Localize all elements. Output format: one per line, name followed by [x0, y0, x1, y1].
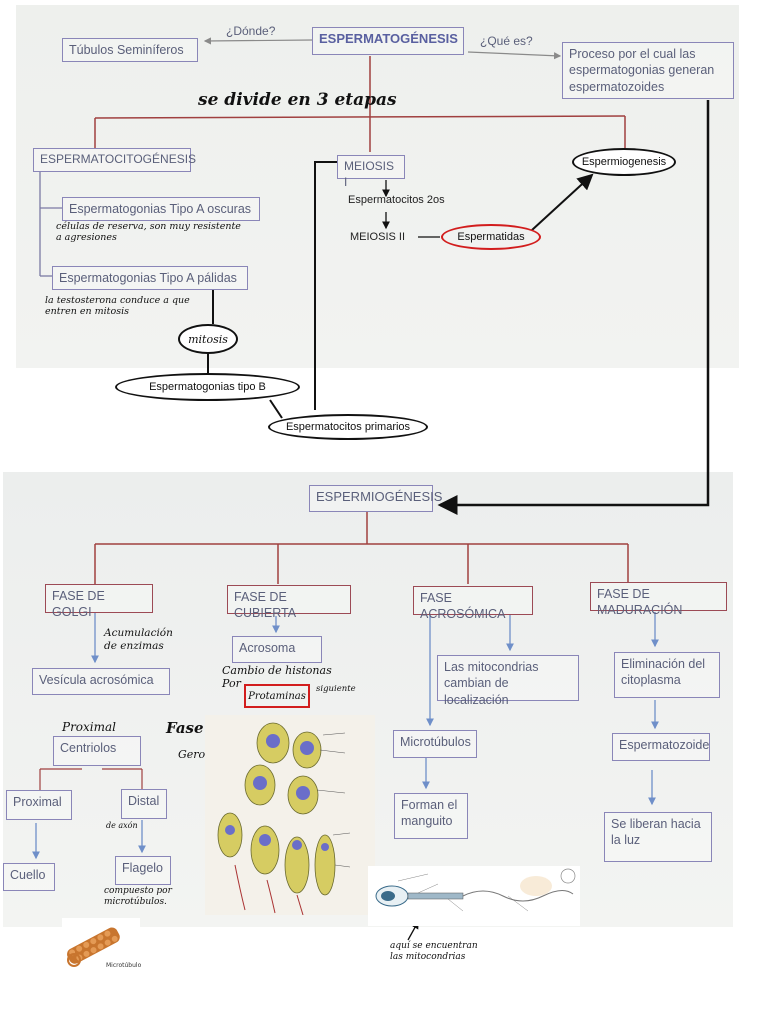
tipo-b-oval: Espermatogonias tipo B — [115, 373, 300, 401]
fase-note: Fase — [166, 719, 204, 737]
spermatid-histology-image — [205, 715, 375, 915]
aqui-line-2: las mitocondrias — [390, 951, 466, 962]
aqui-line-1: aquí se encuentran — [390, 941, 478, 951]
se-liberan-box: Se liberan hacia la luz — [604, 812, 712, 862]
proximal-handnote: Proximal — [62, 720, 117, 734]
meiosis-1-box: MEIOSIS I — [337, 155, 405, 189]
forman-line-2: manguito — [401, 814, 453, 829]
espermatocitogenesis-box: ESPERMATOCITOGÉNESIS — [33, 148, 196, 172]
microtubule-image — [62, 918, 140, 974]
se-liberan-line-1: Se liberan hacia — [611, 817, 701, 831]
flagelo-box: Flagelo — [115, 856, 171, 885]
forman-line-1: Forman el — [401, 798, 458, 812]
tipo-a-palidas-note: la testosterona conduce a que entren en … — [45, 295, 190, 318]
eliminacion-line-1: Eliminación del — [621, 657, 706, 671]
protaminas-highlight: Protaminas — [244, 684, 310, 708]
eliminacion-line-2: citoplasma — [621, 673, 681, 688]
vesicula-box: Vesícula acrosómica — [32, 668, 170, 695]
tubulos-box: Túbulos Seminíferos — [62, 38, 198, 62]
siguiente-note: siguiente — [316, 684, 356, 694]
microtubulo-caption: Microtúbulo — [106, 962, 142, 969]
tipo-a-oscuras-box: Espermatogonias Tipo A oscuras — [62, 197, 260, 221]
proceso-line-2: espermatogonias generan — [569, 63, 715, 78]
sperm-diagram-image — [368, 866, 580, 926]
oscuras-note-line-2: a agresiones — [56, 232, 117, 244]
acumulacion-line-2: de enzimas — [104, 639, 164, 652]
espermatogenesis-box: ESPERMATOGÉNESIS — [312, 27, 464, 55]
tipo-a-oscuras-note: células de reserva, son muy resistente a… — [56, 221, 241, 244]
proceso-line-3: espermatozoides — [569, 79, 665, 94]
espermatozoide-box: Espermatozoide — [612, 733, 710, 761]
se-liberan-line-2: la luz — [611, 833, 641, 848]
proximal-box: Proximal — [6, 790, 72, 820]
microtubulos-box: Microtúbulos — [393, 730, 477, 758]
cambio-histonas-note: Cambio de histonas Por — [222, 664, 332, 690]
aqui-mitocondrias-note: aquí se encuentran las mitocondrias — [390, 941, 478, 963]
de-axon-note: de axón — [106, 821, 138, 830]
espermiogenesis-oval: Espermiogenesis — [572, 148, 676, 176]
espermatocitos-2os: Espermatocitos 2os — [348, 194, 445, 206]
acumulacion-line-1: Acumulación — [104, 627, 173, 639]
forman-manguito-box: Forman el manguito — [394, 793, 468, 839]
palidas-note-line-2: entren en mitosis — [45, 306, 129, 318]
gero-note: Gero — [178, 748, 206, 761]
mitocondrias-box: Las mitocondrias cambian de localización — [437, 655, 579, 707]
centriolos-box: Centriolos — [53, 736, 141, 766]
tipo-a-palidas-box: Espermatogonias Tipo A pálidas — [52, 266, 248, 290]
palidas-note-line-1: la testosterona conduce a que — [45, 295, 190, 306]
fase-maduracion-box: FASE DE MADURACIÓN — [590, 582, 727, 617]
eliminacion-box: Eliminación del citoplasma — [614, 652, 720, 698]
espermatidas-oval: Espermatidas — [441, 224, 541, 250]
proceso-box: Proceso por el cual las espermatogonias … — [562, 42, 734, 99]
acrosoma-box: Acrosoma — [232, 636, 322, 663]
se-divide-note: se divide en 3 etapas — [198, 90, 397, 110]
proceso-line-1: Proceso por el cual las — [569, 47, 696, 61]
fase-golgi-box: FASE DE GOLGI — [45, 584, 153, 619]
espermatocitos-primarios-oval: Espermatocitos primarios — [268, 414, 428, 440]
compuesto-line-2: microtúbulos. — [104, 896, 167, 907]
cuello-box: Cuello — [3, 863, 55, 891]
espermiogenesis-box: ESPERMIOGÉNESIS — [309, 485, 442, 512]
donde-label: ¿Dónde? — [226, 24, 276, 38]
cambio-line-1: Cambio de histonas — [222, 664, 332, 677]
que-es-label: ¿Qué es? — [480, 34, 533, 48]
mitosis-oval: mitosis — [178, 324, 238, 354]
oscuras-note-line-1: células de reserva, son muy resistente — [56, 221, 241, 232]
compuesto-line-1: compuesto por — [104, 886, 172, 896]
distal-box: Distal — [121, 789, 167, 819]
fase-acrosomica-box: FASE ACROSÓMICA — [413, 586, 533, 621]
mitocondrias-line-2: cambian de localización — [444, 676, 509, 707]
mitocondrias-line-1: Las mitocondrias — [444, 660, 539, 674]
acumulacion-note: Acumulación de enzimas — [104, 627, 173, 652]
compuesto-note: compuesto por microtúbulos. — [104, 886, 172, 908]
fase-cubierta-box: FASE DE CUBIERTA — [227, 585, 351, 620]
meiosis-2: MEIOSIS II — [350, 231, 406, 243]
cambio-line-2: Por — [222, 677, 241, 691]
